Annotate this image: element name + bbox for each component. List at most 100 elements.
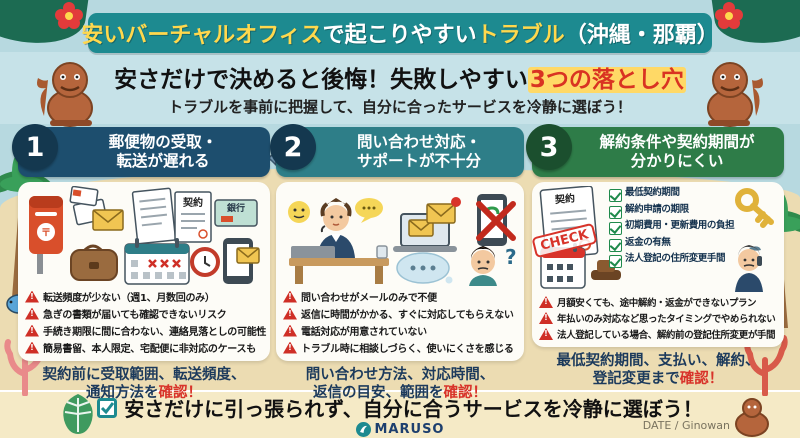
phone-no-call-icon <box>476 194 516 246</box>
subtitle-black: 安さだけで決めると後悔！失敗しやすい <box>114 67 528 93</box>
advice-line2: 返信の目安、範囲を <box>313 385 444 402</box>
column-cancellation-terms: 3 解約条件や契約期間が 分かりにくい 契約 <box>526 124 784 388</box>
column2-advice: 問い合わせ方法、対応時間、 返信の目安、範囲を確認！ <box>276 366 524 402</box>
bullet-text: 月額安くても、途中解約・返金ができないプラン <box>557 298 757 309</box>
column2-illustration: ? <box>281 186 519 286</box>
postbox-icon: 〒 <box>29 196 63 274</box>
list-item: 問い合わせがメールのみで不便 <box>281 288 519 305</box>
column3-title: 解約条件や契約期間が 分かりにくい <box>599 133 755 170</box>
warning-icon <box>283 341 297 354</box>
checklist-text: 最低契約期間 <box>625 187 680 198</box>
contract-checklist: 最低契約期間 解約申請の期限 初期費用・更新費用の負担 返金の有無 法人登記の住… <box>609 188 737 271</box>
checklist-text: 解約申請の期限 <box>625 203 689 215</box>
advice-line1: 最低契約期間、支払い、解約、 <box>556 353 760 369</box>
key-icon <box>735 188 774 228</box>
column3-illustration: 契約 <box>531 186 779 292</box>
checkbox-check-icon <box>97 397 118 418</box>
monstera-leaf-icon <box>63 394 93 434</box>
conclusion-text: 安さだけに引っ張られず、自分に合うサービスを冷静に選ぼう！ <box>124 397 703 421</box>
smartphone-mail-icon <box>223 238 260 284</box>
title-part-mid: で起こりやすい <box>322 23 477 48</box>
bullet-text: 手続き期限に間に合わない、連絡見落としの可能性 <box>43 327 267 338</box>
subtitle-main: 安さだけで決めると後悔！失敗しやすい3つの落とし穴 <box>0 60 800 94</box>
coral-icon <box>744 335 788 396</box>
list-item: 手続き期限に間に合わない、連絡見落としの可能性 <box>23 322 267 339</box>
advice-line1: 契約前に受取範囲、転送頻度、 <box>42 367 246 383</box>
subtitle-highlight: 3つの落とし穴 <box>527 67 686 93</box>
list-item: 電話対応が用意されていない <box>281 322 519 339</box>
checklist-item: 最低契約期間 <box>609 188 737 202</box>
conclusion-message: 安さだけに引っ張られず、自分に合うサービスを冷静に選ぼう！ <box>0 393 800 422</box>
bullet-text: 問い合わせがメールのみで不便 <box>301 293 437 304</box>
warning-icon <box>25 324 39 337</box>
checklist-item: 法人登記の住所変更手間 <box>609 254 737 268</box>
bullet-text: 急ぎの書類が届いても確認できないリスク <box>43 310 227 321</box>
column-support-lack: 2 問い合わせ対応・ サポートが不十分 <box>270 124 524 402</box>
advice-check-word: 確認！ <box>158 385 203 402</box>
column1-header: 1 郵便物の受取・ 転送が遅れる <box>12 124 270 177</box>
brand-logo-icon <box>355 422 371 437</box>
title-part-location: （沖縄・那覇） <box>564 23 719 48</box>
column3-panel: 契約 <box>531 182 784 347</box>
contract-doc-label: 契約 <box>554 191 575 206</box>
shisa-statue-icon <box>735 398 769 437</box>
list-item: トラブル時に相談しづらく、使いにくさを感じる <box>281 339 519 356</box>
operator-woman-icon <box>288 198 389 284</box>
column2-panel: ? 問い合わせがメールのみで不便 返信に時間がかかる、すぐに対応してもらえない … <box>276 182 524 361</box>
warning-icon <box>283 324 297 337</box>
bullet-text: トラブル時に相談しづらく、使いにくさを感じる <box>301 344 514 355</box>
list-item: 法人登記している場合、解約前の登記住所変更が手間 <box>537 326 779 342</box>
checklist-item: 初期費用・更新費用の負担 <box>609 221 737 235</box>
subtitle-secondary: トラブルを事前に把握して、自分に合ったサービスを冷静に選ぼう！ <box>168 98 632 116</box>
postal-mark-icon: 〒 <box>41 227 51 239</box>
advice-line2: 通知方法を <box>86 385 159 402</box>
warning-icon <box>539 328 553 340</box>
column3-header: 3 解約条件や契約期間が 分かりにくい <box>526 124 784 177</box>
column3-advice: 最低契約期間、支払い、解約、 登記変更まで確認！ <box>532 352 784 388</box>
column1-advice: 契約前に受取範囲、転送頻度、 通知方法を確認！ <box>18 366 270 402</box>
bullet-text: 年払いのみ対応など思ったタイミングでやめられない <box>557 314 776 325</box>
person-on-phone-icon <box>735 245 763 292</box>
advice-line2: 登記変更まで <box>592 371 680 388</box>
advice-line1: 問い合わせ方法、対応時間、 <box>305 367 495 383</box>
warning-icon <box>283 290 297 303</box>
list-item: 月額安くても、途中解約・返金ができないプラン <box>537 294 779 310</box>
column1-number-badge: 1 <box>12 124 58 170</box>
list-item: 転送頻度が少ない（週1、月数回のみ） <box>23 288 265 305</box>
column3-bullet-list: 月額安くても、途中解約・返金ができないプラン 年払いのみ対応など思ったタイミング… <box>537 294 779 342</box>
laptop-mail-icon <box>393 197 461 252</box>
bullet-text: 返信に時間がかかる、すぐに対応してもらえない <box>301 310 514 321</box>
thought-cloud-icon <box>396 252 453 284</box>
list-item: 返信に時間がかかる、すぐに対応してもらえない <box>281 305 519 322</box>
bag-icon <box>70 244 118 281</box>
question-mark-icon: ? <box>505 245 517 269</box>
coral-icon <box>4 335 48 396</box>
bullet-text: 転送頻度が少ない（週1、月数回のみ） <box>43 293 215 304</box>
list-item: 急ぎの書類が届いても確認できないリスク <box>23 305 265 322</box>
list-item: 簡易書留、本人限定、宅配便に非対応のケースも <box>23 339 265 356</box>
checklist-item: 返金の有無 <box>609 237 737 252</box>
shisa-statue-icon <box>37 62 93 127</box>
column1-illustration: 〒 契約 <box>23 185 265 286</box>
envelopes-icon <box>69 185 124 231</box>
checklist-item: 解約申請の期限 <box>609 203 737 219</box>
title-part-service: 安いバーチャルオフィス <box>81 23 323 48</box>
list-item: 年払いのみ対応など思ったタイミングでやめられない <box>537 310 779 326</box>
shisa-statue-icon <box>707 62 763 127</box>
hibiscus-icon <box>715 2 743 29</box>
column2-title: 問い合わせ対応・ サポートが不十分 <box>356 133 481 170</box>
title-part-trouble: トラブル <box>476 23 565 48</box>
warning-icon <box>283 307 297 320</box>
bullet-text: 法人登記している場合、解約前の登記住所変更が手間 <box>557 330 776 341</box>
brand-name: MARUSO <box>374 422 445 437</box>
footer-band <box>0 390 800 438</box>
checkbox-icon <box>609 189 622 202</box>
column2-bullet-list: 問い合わせがメールのみで不便 返信に時間がかかる、すぐに対応してもらえない 電話… <box>281 288 519 356</box>
calendar-x-icon <box>124 238 190 285</box>
advice-check-word: 確認！ <box>679 371 724 388</box>
checkbox-icon <box>609 238 622 252</box>
hibiscus-icon <box>55 2 83 29</box>
bullet-text: 簡易書留、本人限定、宅配便に非対応のケースも <box>43 344 256 355</box>
column1-panel: 〒 契約 <box>18 182 270 361</box>
warning-icon <box>25 341 39 354</box>
